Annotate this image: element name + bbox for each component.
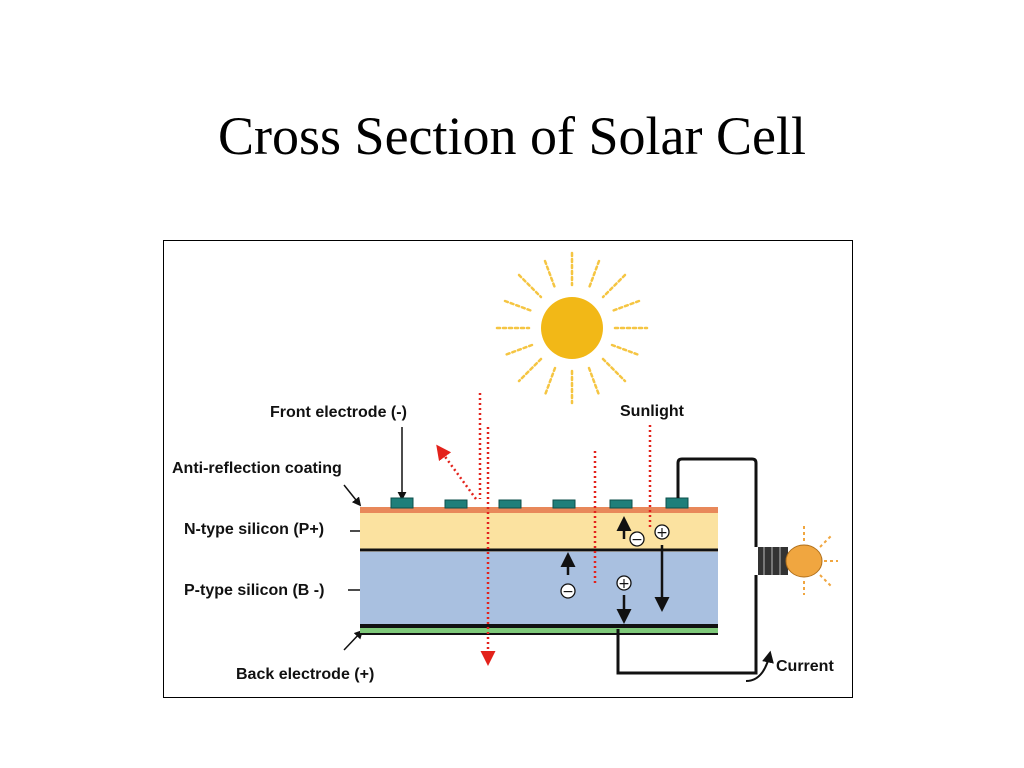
p-type-layer [360, 552, 718, 624]
pointer-back-electrode [343, 629, 364, 651]
electron-lower [560, 583, 576, 599]
hole-upper [654, 524, 670, 540]
slide-title: Cross Section of Solar Cell [218, 106, 806, 166]
solar-cell-figure: Front electrode (-) Anti-reflection coat… [163, 240, 853, 698]
circuit-wire-bottom [616, 575, 758, 675]
electron-upper [629, 531, 645, 547]
pointer-anti-reflection [343, 484, 362, 507]
solar-cell-diagram: Front electrode (-) Anti-reflection coat… [172, 251, 838, 683]
label-front-electrode: Front electrode (-) [270, 404, 407, 421]
current-arrow [745, 650, 774, 682]
back-electrode-top [360, 624, 718, 628]
light-bulb-icon [758, 525, 838, 595]
label-current: Current [776, 658, 834, 675]
sun-icon [495, 251, 649, 405]
label-back-electrode: Back electrode (+) [236, 666, 374, 683]
front-electrode-fingers [390, 497, 689, 509]
reflected-ray [436, 444, 478, 500]
circuit-wire-top [676, 457, 758, 547]
anti-reflection-layer [360, 507, 718, 513]
label-anti-reflection: Anti-reflection coating [172, 460, 342, 477]
electron-lower-sign: − [562, 584, 574, 600]
back-electrode-layer [360, 628, 718, 633]
label-n-type: N-type silicon (P+) [184, 521, 324, 538]
label-sunlight: Sunlight [620, 403, 685, 420]
back-electrode-bottom [360, 633, 718, 635]
hole-lower [616, 575, 632, 591]
hole-upper-sign: + [656, 525, 668, 541]
hole-lower-sign: + [618, 576, 630, 592]
label-p-type: P-type silicon (B -) [184, 582, 324, 599]
electron-upper-sign: − [631, 532, 643, 548]
